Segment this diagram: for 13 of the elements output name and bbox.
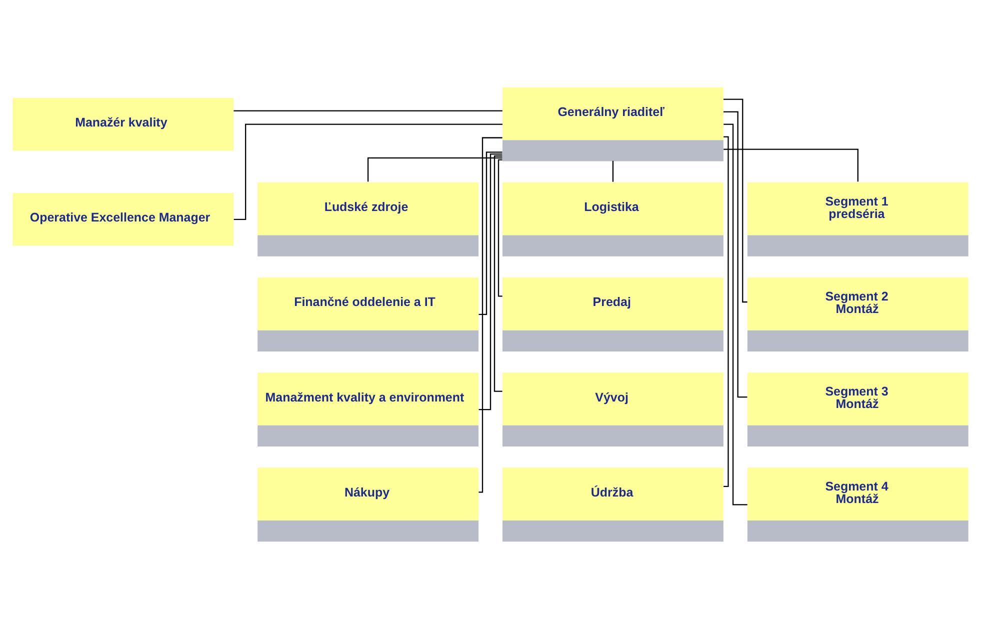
connector (498, 159, 502, 297)
connector (367, 157, 502, 182)
connector (724, 148, 858, 182)
connector (494, 155, 502, 392)
connector (724, 111, 748, 398)
connector (478, 154, 502, 410)
connector (478, 152, 502, 316)
node-box: Operative Excellence Manager (12, 192, 234, 246)
connector (724, 98, 748, 303)
connector (234, 110, 502, 112)
connector (612, 160, 614, 182)
node-box: Manažér kvality (12, 98, 234, 151)
connector (724, 136, 729, 487)
